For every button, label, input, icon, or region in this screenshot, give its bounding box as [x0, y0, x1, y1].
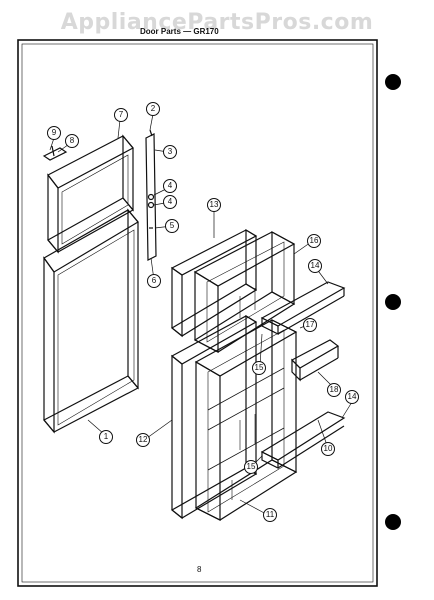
callout-c10: 10: [321, 442, 335, 456]
callout-c8: 8: [65, 134, 79, 148]
freezer-liner-16: [193, 230, 296, 353]
fresh-food-liner-11: [194, 319, 298, 521]
fresh-food-door-shelf: [260, 411, 346, 469]
binder-holes: [385, 74, 401, 530]
callout-c4b: 4: [163, 195, 177, 209]
callout-c14a: 14: [308, 259, 322, 273]
callout-c13: 13: [207, 198, 221, 212]
freezer-gasket-7: [47, 134, 134, 254]
callout-c1: 1: [99, 430, 113, 444]
watermark: AppliancePartsPros.com: [60, 10, 374, 35]
callout-c7: 7: [114, 108, 128, 122]
callout-c11: 11: [263, 508, 277, 522]
callout-c3: 3: [163, 145, 177, 159]
leader-lines: [49, 113, 353, 516]
freezer-gasket-13: [170, 228, 258, 338]
callout-c9: 9: [47, 126, 61, 140]
page-title: Door Parts — GR170: [140, 27, 219, 36]
fresh-food-gasket-1: [43, 208, 139, 434]
callout-c6: 6: [147, 274, 161, 288]
page-footer-mark: 8: [197, 565, 202, 574]
callout-c17: 17: [303, 318, 317, 332]
callout-c2: 2: [146, 102, 160, 116]
callout-c4a: 4: [163, 179, 177, 193]
hinge-clip-8: [42, 145, 68, 161]
freezer-door-shelf: [260, 281, 346, 335]
dairy-door-18: [290, 339, 340, 382]
callout-c15a: 15: [252, 361, 266, 375]
callout-c12: 12: [136, 433, 150, 447]
callout-c15b: 15: [244, 460, 258, 474]
callout-c14b: 14: [345, 390, 359, 404]
door-handle-strip: [145, 129, 157, 261]
page-frame: [17, 39, 378, 587]
fresh-food-gasket-12: [170, 314, 258, 520]
callout-c16: 16: [307, 234, 321, 248]
callout-c18: 18: [327, 383, 341, 397]
callout-c5: 5: [165, 219, 179, 233]
